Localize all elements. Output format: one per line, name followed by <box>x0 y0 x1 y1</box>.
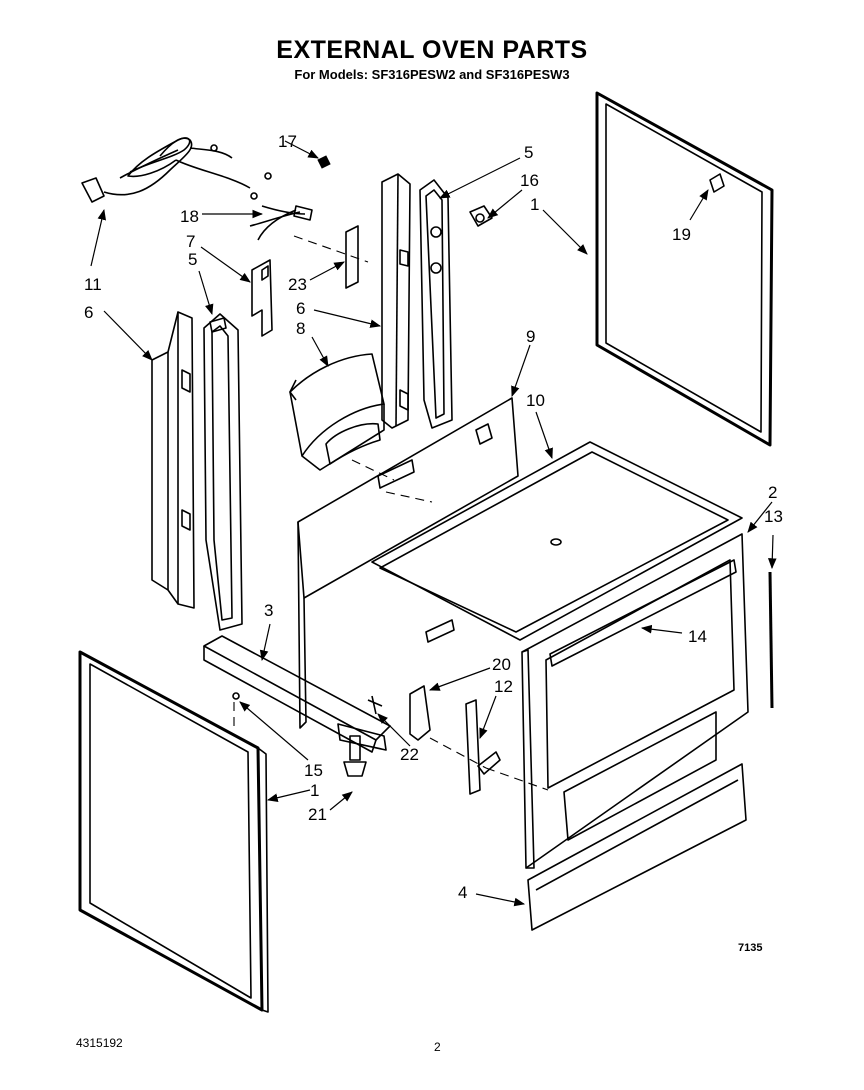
callout-7: 7 <box>186 232 195 251</box>
callout-1-right: 1 <box>530 195 539 214</box>
part-5-left-hinge-channel <box>203 313 243 631</box>
callout-16: 16 <box>520 171 539 190</box>
callout-leaders <box>90 140 777 907</box>
callout-3: 3 <box>264 601 273 620</box>
part-18-wire-harness <box>249 205 313 241</box>
callout-17: 17 <box>278 132 297 151</box>
part-22-screw <box>367 695 383 715</box>
callout-9: 9 <box>526 327 535 346</box>
part-1-left-side-panel <box>78 650 269 1013</box>
callout-8: 8 <box>296 319 305 338</box>
document-number: 4315192 <box>76 1036 123 1050</box>
figure-number: 7135 <box>738 942 763 954</box>
callout-2: 2 <box>768 483 777 502</box>
callout-1-left: 1 <box>310 781 319 800</box>
callout-19: 19 <box>672 225 691 244</box>
callout-12: 12 <box>494 677 513 696</box>
part-8-burner-housing <box>289 353 385 471</box>
part-16-clip <box>469 205 493 227</box>
page-title: EXTERNAL OVEN PARTS <box>276 36 588 64</box>
part-13-trim-strip <box>768 571 774 709</box>
part-9-oven-back-panel <box>297 397 519 729</box>
callout-6-left: 6 <box>84 303 93 322</box>
callout-4: 4 <box>458 883 467 902</box>
part-23-strip <box>345 225 359 289</box>
page-subtitle: For Models: SF316PESW2 and SF316PESW3 <box>294 67 570 82</box>
part-21-leveling-leg <box>343 735 367 777</box>
assembly-lines <box>233 235 549 791</box>
part-11-power-cord <box>81 137 272 203</box>
part-14-rail <box>549 559 737 667</box>
part-12-hinge <box>465 699 501 795</box>
callout-23: 23 <box>288 275 307 294</box>
part-7-bracket <box>251 259 273 337</box>
part-6-left-rail <box>151 311 195 609</box>
callout-10: 10 <box>526 391 545 410</box>
part-10-oven-bottom <box>371 441 743 641</box>
part-20-bracket <box>409 685 431 741</box>
callout-6-right: 6 <box>296 299 305 318</box>
callout-21: 21 <box>308 805 327 824</box>
callout-22: 22 <box>400 745 419 764</box>
part-5-right-hinge-channel <box>419 179 453 429</box>
part-1-right-side-panel <box>595 91 774 447</box>
callout-labels: 17 5 16 1 19 18 7 5 23 11 6 6 8 9 10 2 1… <box>84 132 783 902</box>
part-2-front-frame <box>521 533 749 869</box>
callout-14: 14 <box>688 627 707 646</box>
callout-13: 13 <box>764 507 783 526</box>
part-4-kick-panel <box>527 763 747 931</box>
callout-5-left: 5 <box>188 250 197 269</box>
page-number: 2 <box>434 1040 441 1054</box>
callout-20: 20 <box>492 655 511 674</box>
callout-15: 15 <box>304 761 323 780</box>
callout-5-right: 5 <box>524 143 533 162</box>
part-17-clip <box>317 155 331 169</box>
callout-18: 18 <box>180 207 199 226</box>
part-15-screw <box>232 692 240 700</box>
part-6-right-rail <box>381 173 411 429</box>
callout-11: 11 <box>84 275 102 294</box>
